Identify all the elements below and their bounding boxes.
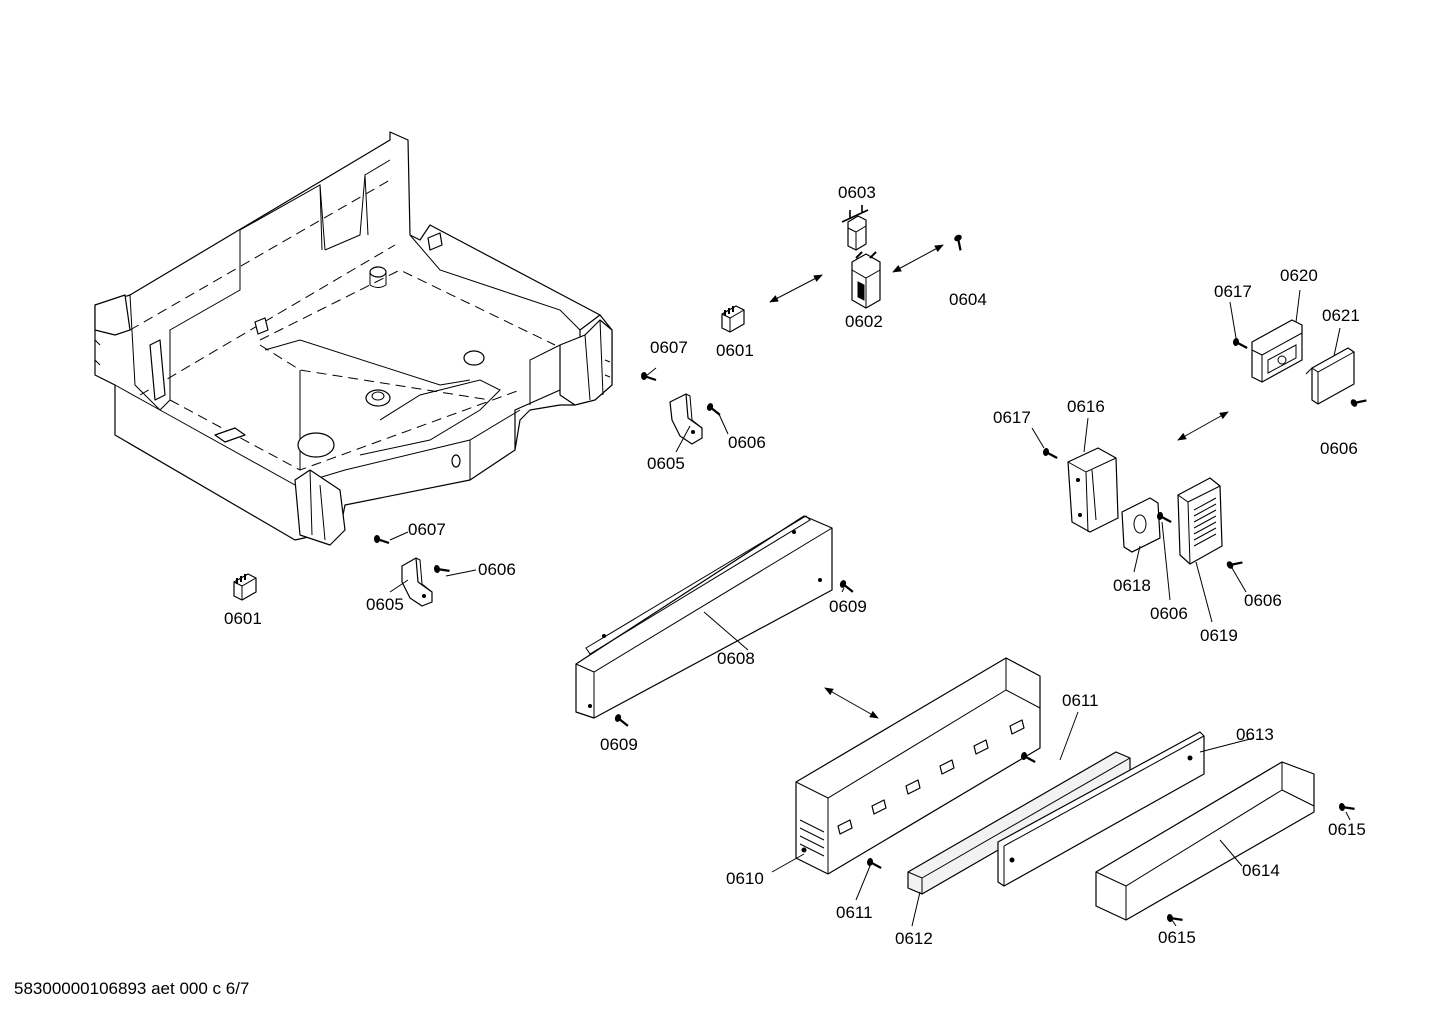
label-0619: 0619 xyxy=(1200,626,1238,645)
screw-0606-lower xyxy=(432,561,451,575)
label-0618: 0618 xyxy=(1113,576,1151,595)
assembly-arrows xyxy=(769,244,1229,719)
screw-0607-upper xyxy=(639,370,658,382)
drawing-reference-footer: 58300000106893 aet 000 c 6/7 xyxy=(14,979,250,998)
label-0611-upper: 0611 xyxy=(1062,691,1099,710)
label-0605-upper: 0605 xyxy=(647,454,685,473)
label-0602: 0602 xyxy=(845,312,883,331)
label-0601-upper: 0601 xyxy=(716,341,754,360)
part-0618-mount-plate xyxy=(1121,497,1161,553)
label-0621: 0621 xyxy=(1322,306,1360,325)
screw-0615-upper xyxy=(1337,799,1356,813)
part-0605-bracket-lower xyxy=(401,557,433,607)
screw-0611-lower xyxy=(865,856,884,870)
label-0609-upper: 0609 xyxy=(829,597,867,616)
label-0603: 0603 xyxy=(838,183,876,202)
label-0615-lower: 0615 xyxy=(1158,928,1196,947)
label-0607-lower: 0607 xyxy=(408,520,446,539)
label-0604: 0604 xyxy=(949,290,987,309)
part-0602-switch-housing xyxy=(851,251,881,309)
part-0601-clip-upper xyxy=(721,305,745,333)
leader-lines xyxy=(389,289,1351,927)
label-0617-lower: 0617 xyxy=(993,408,1031,427)
part-0616-side-plate xyxy=(1067,447,1119,533)
label-0605-lower: 0605 xyxy=(366,595,404,614)
label-0610: 0610 xyxy=(726,869,764,888)
label-0601-lower: 0601 xyxy=(224,609,262,628)
screw-0607-lower xyxy=(372,533,391,545)
label-0606-mid: 0606 xyxy=(1150,604,1188,623)
part-0605-bracket-upper xyxy=(669,393,703,445)
label-0609-lower: 0609 xyxy=(600,735,638,754)
screw-0606-upper xyxy=(704,401,724,416)
label-0613: 0613 xyxy=(1236,725,1274,744)
base-frame xyxy=(94,131,613,546)
part-0603-contact xyxy=(841,205,869,251)
part-0619-grille-cover xyxy=(1177,477,1223,565)
label-0607-upper: 0607 xyxy=(650,338,688,357)
part-0608-front-panel xyxy=(575,515,833,719)
label-0606-lower: 0606 xyxy=(478,560,516,579)
part-0610-toe-panel xyxy=(795,657,1041,875)
part-0621-cover xyxy=(1305,347,1355,405)
part-0613-trim-strip xyxy=(997,731,1205,887)
label-0606-upper: 0606 xyxy=(728,433,766,452)
screw-0606-lower-right xyxy=(1224,554,1244,572)
label-0606-lower-right: 0606 xyxy=(1244,591,1282,610)
label-0616: 0616 xyxy=(1067,397,1105,416)
label-0608: 0608 xyxy=(717,649,755,668)
part-labels: 0603 0604 0602 0601 0607 0606 0605 0607 … xyxy=(224,183,1366,948)
label-0614: 0614 xyxy=(1242,861,1280,880)
part-0620-box xyxy=(1251,319,1303,383)
label-0611-lower: 0611 xyxy=(836,903,873,922)
screw-0604 xyxy=(951,232,969,252)
screw-0606-upper-right xyxy=(1348,392,1368,410)
label-0612: 0612 xyxy=(895,929,933,948)
screw-0615-lower xyxy=(1165,910,1184,924)
screw-0617-upper xyxy=(1231,336,1250,350)
part-0614-plinth xyxy=(1095,761,1315,921)
toe-panel-slots xyxy=(837,719,1025,835)
screw-0609-upper xyxy=(837,578,857,593)
label-0606-upper-right: 0606 xyxy=(1320,439,1358,458)
label-0620: 0620 xyxy=(1280,266,1318,285)
screw-0609-lower xyxy=(612,712,632,727)
part-0601-clip-lower xyxy=(233,573,257,601)
label-0615-upper: 0615 xyxy=(1328,820,1366,839)
screw-0617-lower xyxy=(1041,446,1060,460)
label-0617-upper: 0617 xyxy=(1214,282,1252,301)
